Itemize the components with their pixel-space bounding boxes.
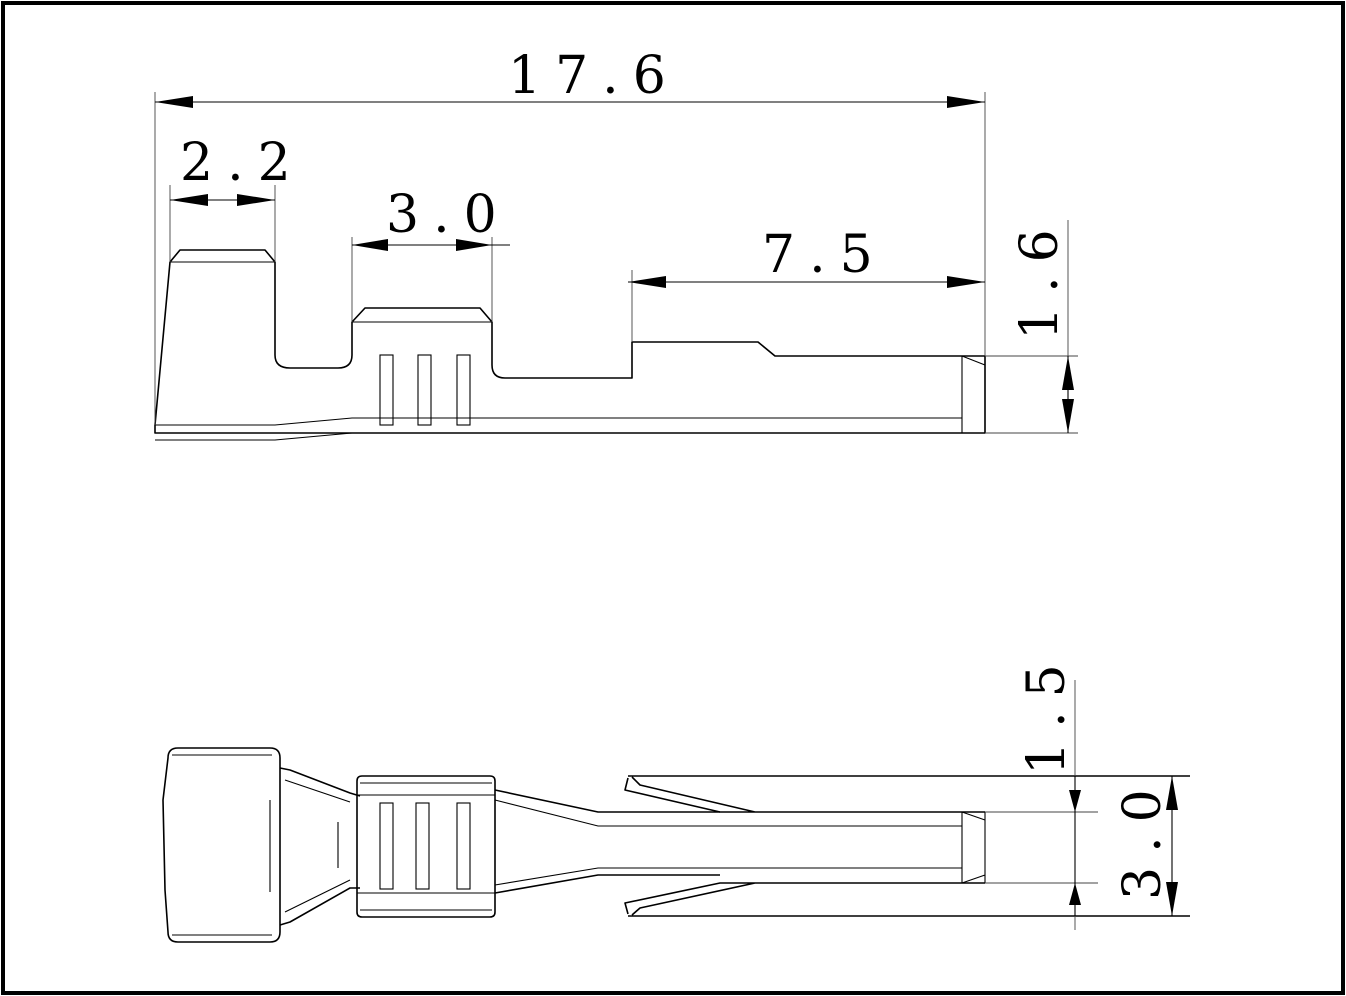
top-crimp-lines	[357, 782, 495, 911]
top-lower-wing	[624, 882, 1190, 917]
top-taper	[494, 789, 720, 894]
side-view-inner-line	[155, 417, 962, 426]
top-crimp-body	[356, 775, 496, 918]
dim-contact-length: 7.5	[762, 225, 887, 285]
side-slot-2	[417, 354, 432, 426]
side-view-outline	[154, 249, 986, 434]
side-view	[154, 249, 986, 441]
top-front-inner	[172, 754, 272, 936]
top-slot-1	[379, 802, 394, 890]
dim-bottom-width: 3.0	[1113, 775, 1173, 900]
dim-overall-length: 17.6	[508, 46, 680, 106]
top-slot-2	[415, 802, 430, 890]
top-upper-wing	[624, 775, 1190, 813]
top-neck	[279, 767, 361, 926]
top-contact-tip	[961, 811, 986, 884]
top-front-box	[162, 747, 281, 943]
side-slot-1	[379, 354, 394, 426]
top-view-dimensions: 1.5 3.0	[985, 650, 1178, 930]
dim-front-width: 2.2	[180, 133, 305, 193]
top-slot-3	[456, 802, 471, 890]
top-taper-inner	[494, 799, 962, 886]
side-tip	[961, 355, 986, 433]
dim-crimp-width: 3.0	[386, 185, 511, 245]
dim-half-width: 1.5	[1017, 650, 1077, 775]
side-view-base-line	[155, 432, 353, 441]
top-view	[162, 747, 1190, 943]
side-view-dimensions: 17.6 2.2 3.0 7.5 1.6	[154, 46, 1078, 434]
dim-side-height: 1.6	[1010, 215, 1070, 340]
side-slot-3	[456, 354, 471, 426]
top-neck-inner	[284, 779, 351, 913]
